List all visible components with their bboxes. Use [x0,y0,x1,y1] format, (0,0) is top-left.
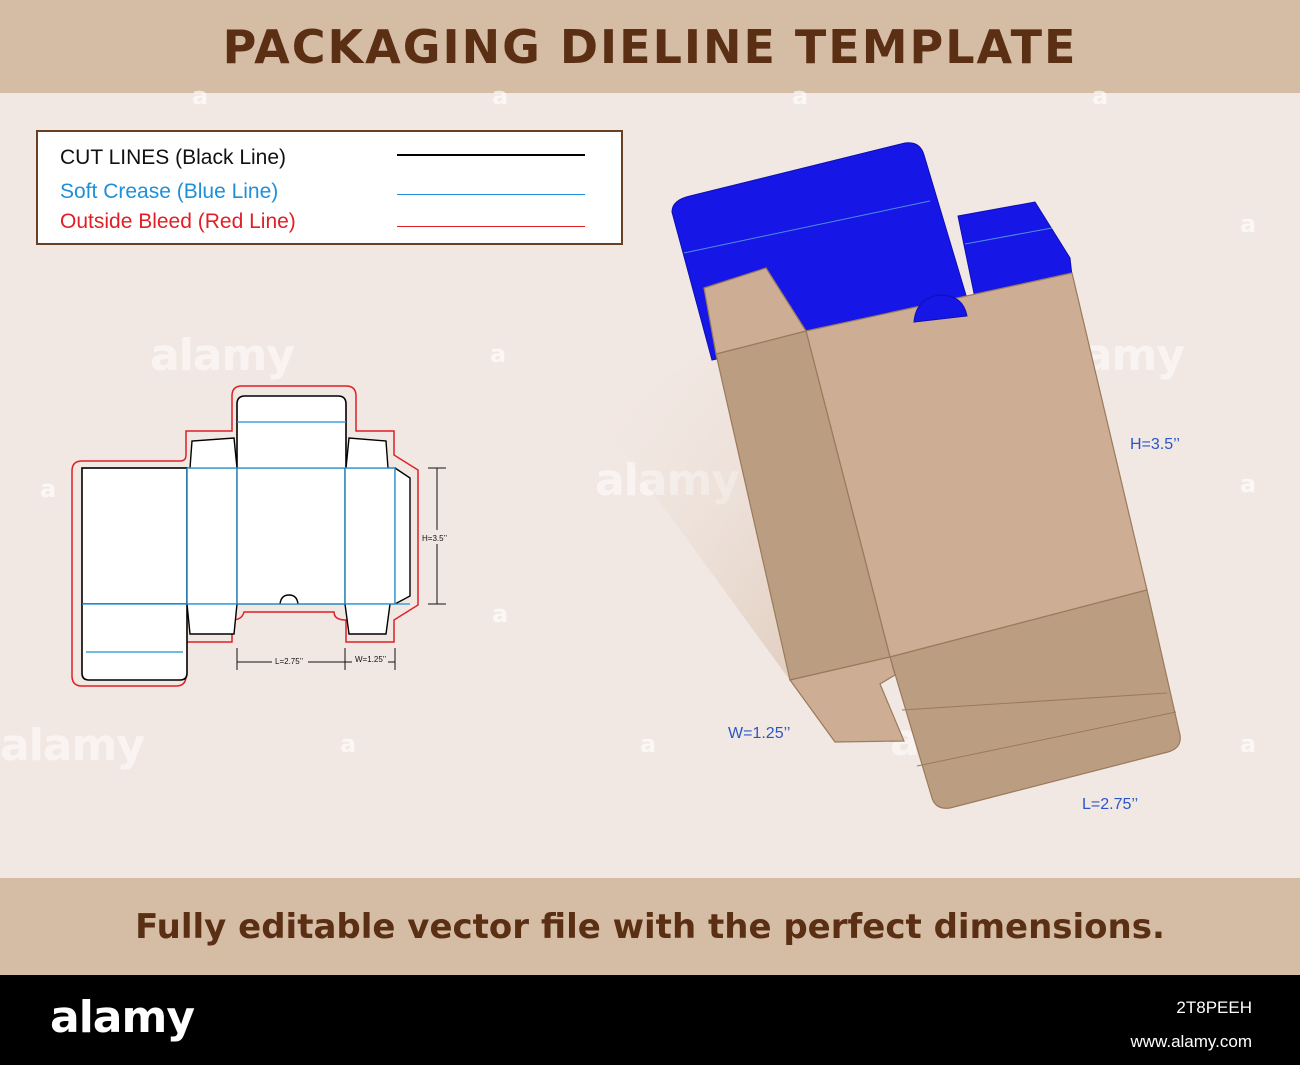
footer-brand-logo[interactable]: alamy [50,992,195,1043]
top-dust-flap-left [189,437,238,469]
page-title: PACKAGING DIELINE TEMPLATE [222,19,1078,74]
legend-cut-label: CUT LINES (Black Line) [60,146,287,169]
legend-bleed-label: Outside Bleed (Red Line) [60,210,296,233]
watermark-mark: a [492,600,509,628]
legend-crease-swatch [397,194,585,195]
watermark-mark: a [340,730,357,758]
watermark-mark: a [1092,82,1109,110]
box-bottom-side-flap [788,656,905,743]
watermark-mark: a [192,82,209,110]
glue-flap [394,467,411,605]
watermark-text: alamy [150,330,295,381]
tagline-band: Fully editable vector file with the perf… [0,878,1300,975]
line-legend: CUT LINES (Black Line) Soft Crease (Blue… [36,130,623,245]
bottom-tuck-flap [81,604,188,681]
top-tuck-flap [236,395,347,468]
tagline: Fully editable vector file with the perf… [135,906,1165,947]
watermark-mark: a [492,82,509,110]
watermark-mark: a [640,730,657,758]
dieline-height-label: H=3.5’’ [422,534,447,543]
bottom-dust-flap-left [186,603,238,635]
watermark-mark: a [1240,470,1257,498]
box-thumb-notch [913,294,968,323]
panel-side-left [81,467,188,605]
box-inside-right-flap [957,201,1073,299]
footer-bar [0,975,1300,1065]
watermark-text: alamy [0,720,145,771]
footer-url-link[interactable]: www.alamy.com [1130,1032,1252,1051]
watermark-mark: a [792,82,809,110]
dieline-width-label: W=1.25’’ [355,655,386,664]
watermark-mark: a [490,340,507,368]
watermark-mark: a [1240,730,1257,758]
dieline-length-label: L=2.75’’ [275,657,303,666]
legend-crease-label: Soft Crease (Blue Line) [60,180,279,203]
box-height-label: H=3.5’’ [1130,436,1180,453]
thumb-notch [279,594,299,605]
watermark-mark: a [40,475,57,503]
image-id: 2T8PEEH [1176,998,1252,1017]
top-dust-flap-right [345,437,389,469]
box-length-label: L=2.75’’ [1082,796,1138,813]
legend-bleed-swatch [397,226,585,227]
bottom-dust-flap-right [344,603,391,635]
header-band: PACKAGING DIELINE TEMPLATE [0,0,1300,93]
legend-cut-swatch [397,154,585,156]
watermark-mark: a [1240,210,1257,238]
box-bottom-tuck-flap [889,589,1181,809]
bleed-outline [71,385,419,687]
box-width-label: W=1.25’’ [728,725,790,742]
box-top-dust-flap [703,267,807,355]
panel-side-right [344,467,396,605]
